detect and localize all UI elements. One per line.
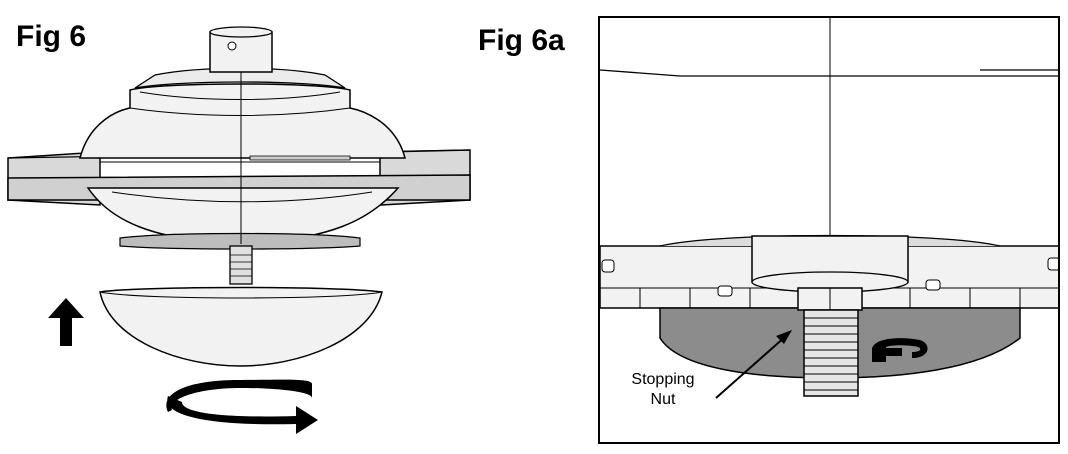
fig-6a-illustration bbox=[600, 18, 1058, 399]
threaded-stud-fig6a bbox=[803, 309, 859, 397]
rotate-arrow-icon bbox=[872, 338, 928, 362]
motor-housing-top bbox=[79, 83, 406, 159]
fig-6a-frame bbox=[598, 16, 1060, 444]
fig-6-illustration bbox=[7, 26, 471, 434]
up-arrow-icon bbox=[48, 298, 84, 346]
downrod-collar bbox=[209, 31, 273, 73]
fig-6-title: Fig 6 bbox=[16, 20, 87, 53]
switch-cup-bowl bbox=[99, 286, 383, 367]
threaded-stud-fig6 bbox=[229, 245, 253, 285]
stopping-nut-label-line2: Nut bbox=[650, 391, 676, 408]
rotate-arrow-icon bbox=[166, 379, 318, 434]
stopping-nut-label-line1: Stopping bbox=[631, 371, 695, 388]
callout-arrow bbox=[715, 330, 792, 399]
fig-6a-title: Fig 6a bbox=[478, 24, 565, 57]
